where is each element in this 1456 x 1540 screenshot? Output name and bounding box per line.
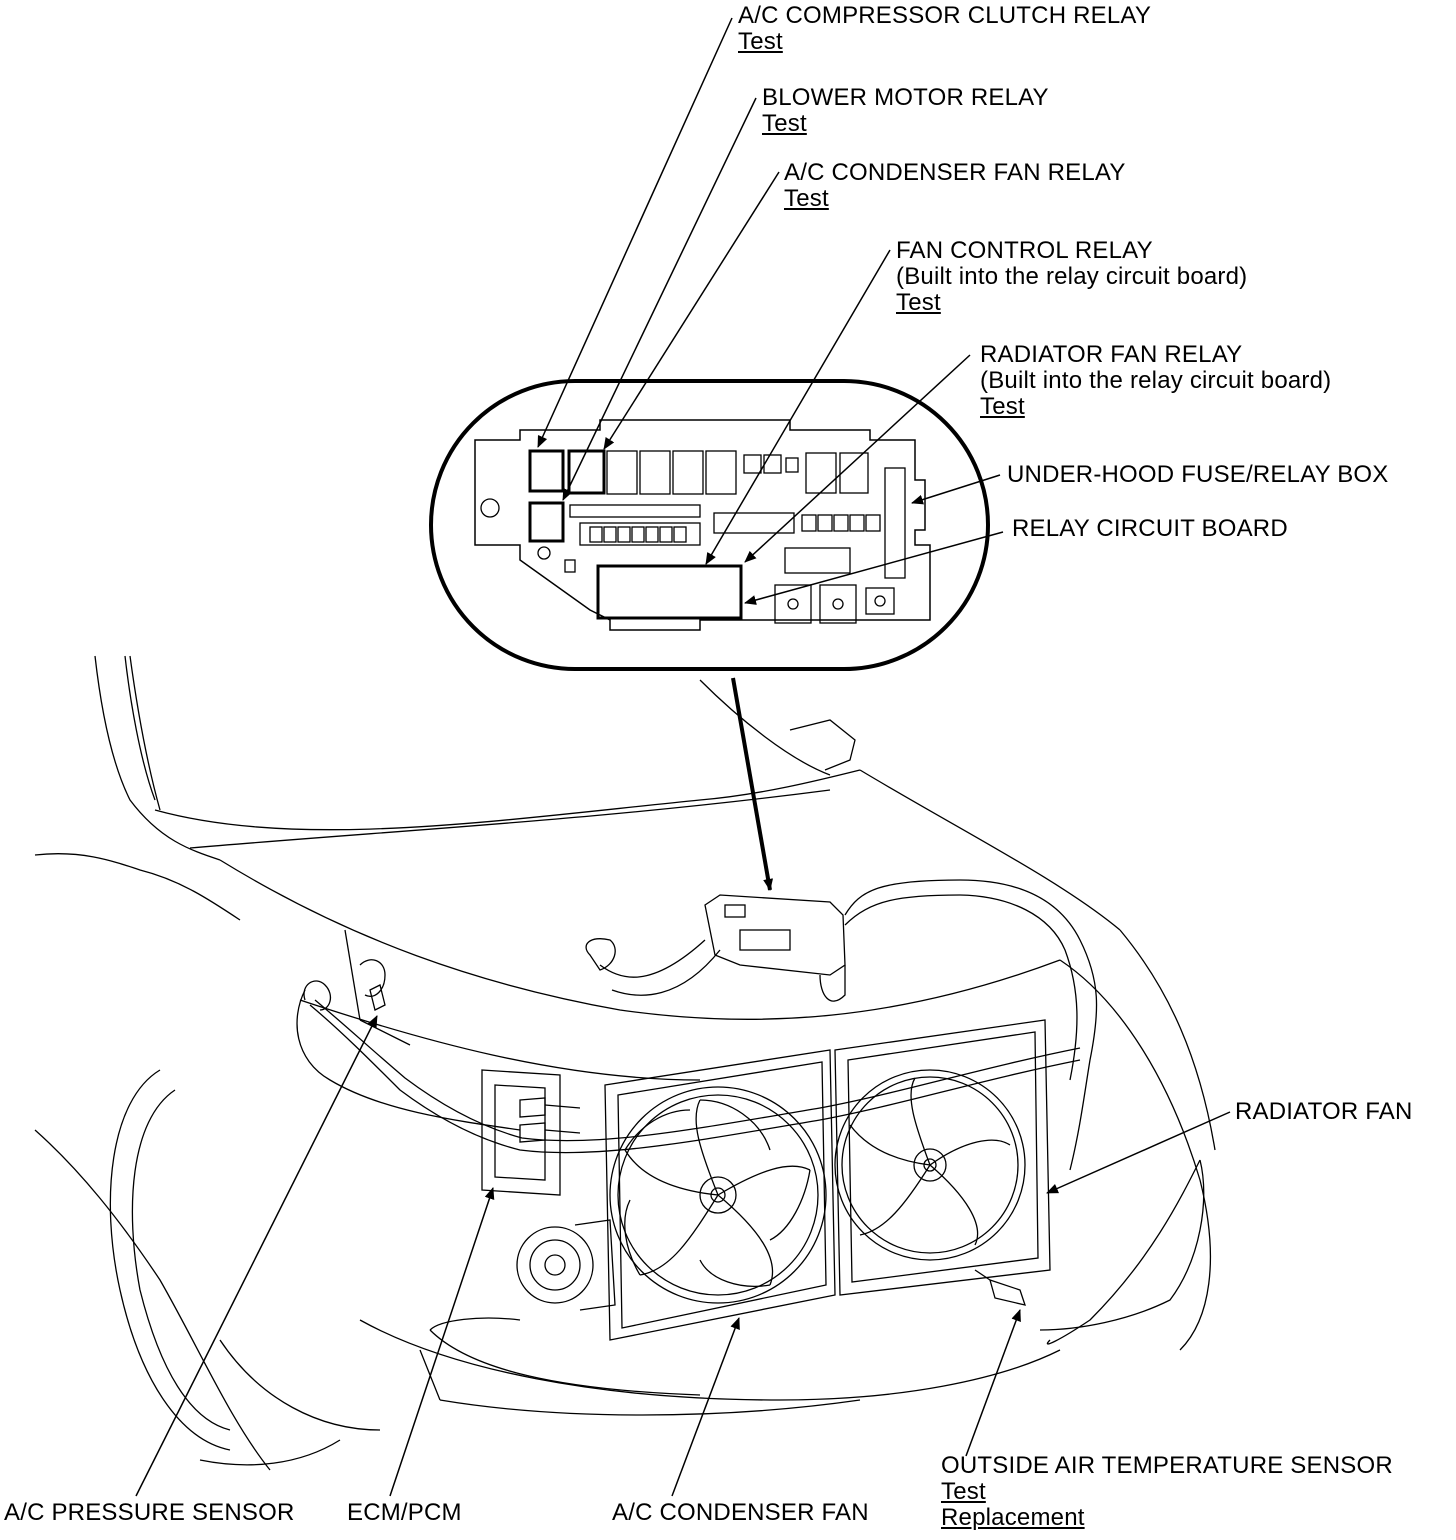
link-ac-compressor-clutch-relay-test[interactable]: Test [738,28,783,55]
label-ac-condenser-fan: A/C CONDENSER FAN [612,1499,869,1526]
link-fan-control-relay-test[interactable]: Test [896,289,941,316]
label-ac-compressor-clutch-relay: A/C COMPRESSOR CLUTCH RELAY Test [738,2,1152,55]
label-radiator-fan-relay: RADIATOR FAN RELAY (Built into the relay… [980,341,1332,420]
link-radiator-fan-relay-test[interactable]: Test [980,393,1025,420]
label-outside-air-temperature-sensor: OUTSIDE AIR TEMPERATURE SENSOR Test Repl… [941,1452,1393,1531]
label-blower-motor-relay: BLOWER MOTOR RELAY Test [762,84,1049,137]
inset-pointer-arrow [731,677,774,891]
label-relay-circuit-board: RELAY CIRCUIT BOARD [1012,515,1288,542]
label-under-hood-fuse-relay-box: UNDER-HOOD FUSE/RELAY BOX [1007,461,1389,488]
label-ecm-pcm: ECM/PCM [347,1499,462,1526]
leader-lines [135,17,1231,1497]
link-blower-motor-relay-test[interactable]: Test [762,110,807,137]
link-outside-air-temperature-sensor-test[interactable]: Test [941,1478,986,1505]
link-outside-air-temperature-sensor-replacement[interactable]: Replacement [941,1504,1085,1531]
car-body-outline [34,655,1216,1471]
label-ac-pressure-sensor: A/C PRESSURE SENSOR [4,1499,295,1526]
link-ac-condenser-fan-relay-test[interactable]: Test [784,185,829,212]
fuse-relay-box-inset [429,379,990,671]
label-fan-control-relay: FAN CONTROL RELAY (Built into the relay … [896,237,1248,316]
engine-bay-components [303,879,1098,1341]
label-ac-condenser-fan-relay: A/C CONDENSER FAN RELAY Test [784,159,1126,212]
label-radiator-fan: RADIATOR FAN [1235,1098,1413,1125]
